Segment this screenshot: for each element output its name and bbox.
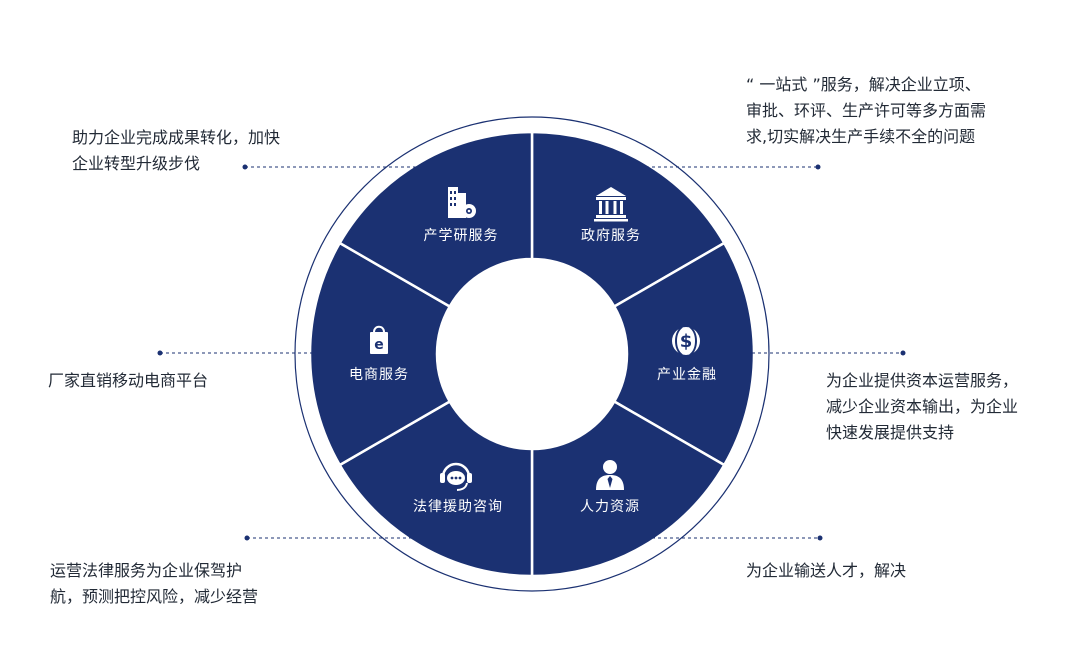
connectors: [160, 166, 903, 539]
chat-headset-icon: [440, 462, 472, 491]
desc-line: 快速发展提供支持: [826, 423, 955, 442]
desc-line: 运营法律服务为企业保驾护: [50, 561, 243, 580]
segment-label-chanxueyan: 产学研服务: [424, 228, 499, 244]
desc-jinrong: 为企业提供资本运营服务， 减少企业资本输出，为企业 快速发展提供支持: [826, 368, 1018, 446]
desc-line: 航，预测把控风险，减少经营: [50, 587, 259, 606]
segment-label-renli: 人力资源: [580, 499, 640, 515]
shopping-bag-e-icon: e: [370, 325, 388, 354]
desc-line: 审批、环评、生产许可等多方面需: [746, 101, 987, 120]
desc-line: 减少企业资本输出，为企业: [826, 397, 1019, 416]
government-building-icon: [594, 187, 628, 222]
desc-dianshang: 厂家直销移动电商平台: [48, 368, 208, 394]
desc-line: 为企业提供资本运营服务，: [826, 371, 1019, 390]
person-tie-icon: [596, 460, 624, 490]
dollar-globe-icon: $: [672, 326, 700, 356]
desc-line: “ 一站式 ”服务，解决企业立项、: [746, 75, 981, 94]
connector-dots: [157, 164, 906, 541]
segment-label-jinrong: 产业金融: [657, 367, 717, 383]
desc-line: 助力企业完成成果转化，加快: [72, 128, 281, 147]
segment-label-falv: 法律援助咨询: [413, 499, 503, 515]
dot-renli: [817, 535, 823, 541]
dot-dianshang: [157, 350, 163, 356]
outer-ring: [294, 116, 770, 592]
desc-line: 为企业输送人才，解决: [746, 561, 907, 580]
dot-jinrong: [900, 350, 906, 356]
building-gear-icon: [448, 187, 476, 218]
center-hole: [437, 259, 627, 449]
dot-zhengfu: [815, 164, 821, 170]
svg-text:e: e: [374, 337, 384, 353]
svg-text:$: $: [680, 331, 693, 352]
desc-line: 厂家直销移动电商平台: [48, 371, 209, 390]
segment-label-dianshang: 电商服务: [349, 367, 409, 383]
desc-line: 求,切实解决生产手续不全的问题: [746, 127, 976, 146]
desc-renli: 为企业输送人才，解决: [746, 558, 906, 584]
desc-line: 企业转型升级步伐: [72, 154, 201, 173]
desc-falv: 运营法律服务为企业保驾护 航，预测把控风险，减少经营: [50, 558, 258, 610]
desc-zhengfu: “ 一站式 ”服务，解决企业立项、 审批、环评、生产许可等多方面需 求,切实解决…: [746, 72, 986, 150]
dot-chanxueyan: [242, 164, 248, 170]
desc-chanxueyan: 助力企业完成成果转化，加快 企业转型升级步伐: [72, 125, 280, 177]
segment-label-zhengfu: 政府服务: [581, 228, 641, 244]
dot-falv: [244, 535, 250, 541]
